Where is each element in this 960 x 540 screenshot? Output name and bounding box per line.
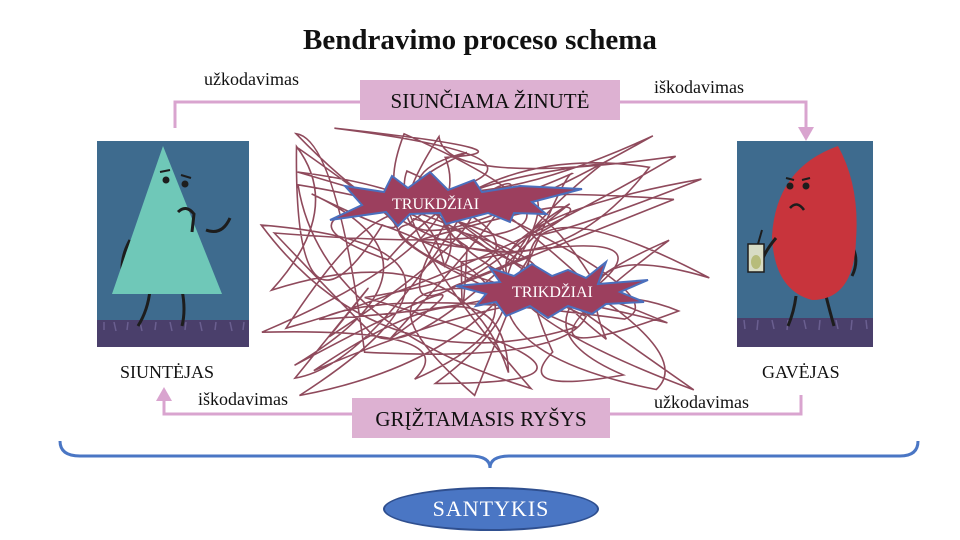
noise-burst-1 — [329, 170, 583, 228]
sender-figure — [97, 141, 249, 347]
top-flow-arrow — [173, 100, 808, 128]
feedback-box: GRĮŽTAMASIS RYŠYS — [352, 398, 610, 438]
decoding-label-bottom: iškodavimas — [198, 389, 288, 409]
decoding-label-top: iškodavimas — [654, 77, 744, 97]
relationship-oval: SANTYKIS — [383, 487, 599, 531]
brace-icon — [58, 440, 920, 469]
receiver-label: GAVĖJAS — [762, 362, 840, 382]
bottom-flow-arrow — [162, 395, 803, 416]
diagram-title: Bendravimo proceso schema — [303, 24, 657, 56]
sender-label: SIUNTĖJAS — [120, 362, 215, 382]
noise-label-1: TRUKDŽIAI — [392, 196, 480, 213]
noise-label-2: TRIKDŽIAI — [512, 284, 593, 301]
noise-burst-2 — [455, 258, 649, 320]
encoding-label-top: užkodavimas — [204, 69, 299, 89]
receiver-figure — [737, 141, 873, 347]
bottom-arrowhead-icon — [156, 387, 172, 401]
top-arrowhead-icon — [798, 127, 814, 141]
noise-scribble-path — [259, 127, 710, 397]
message-box: SIUNČIAMA ŽINUTĖ — [360, 80, 620, 120]
encoding-label-bottom: užkodavimas — [654, 392, 749, 412]
